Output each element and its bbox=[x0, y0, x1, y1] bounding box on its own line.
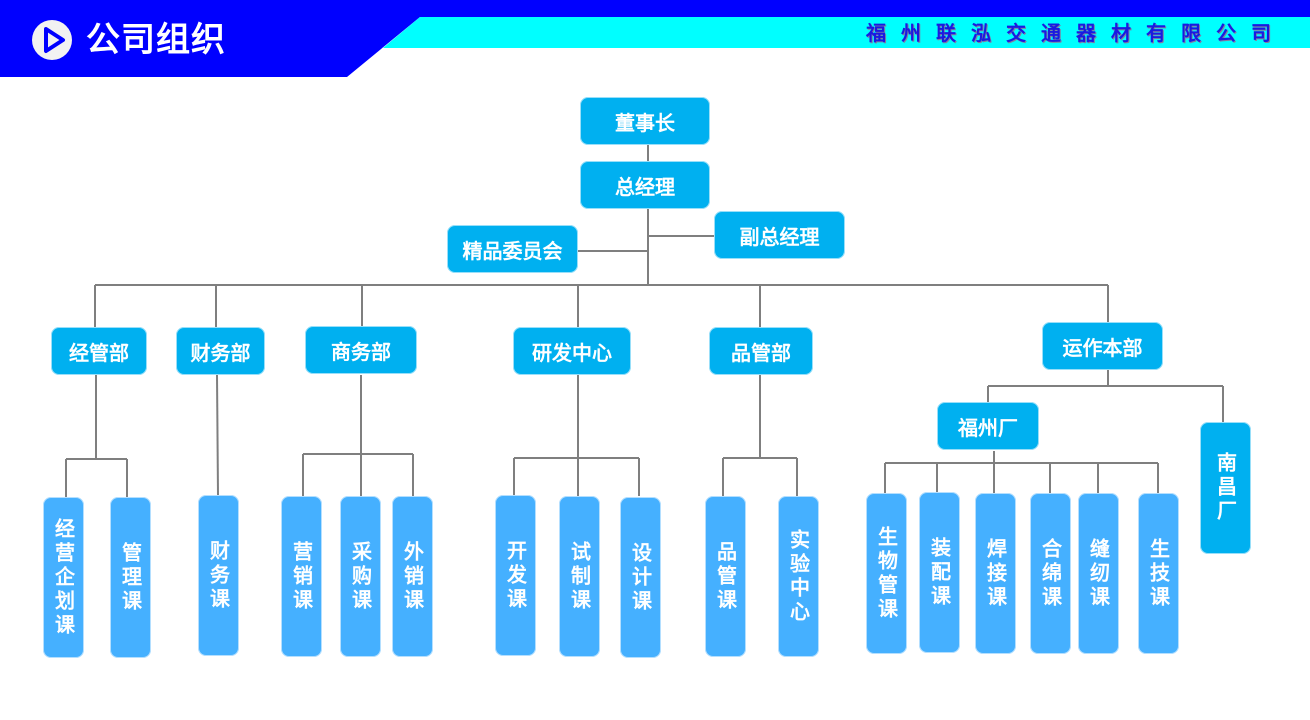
unit-export-sales[interactable]: 外销课 bbox=[392, 496, 433, 657]
node-dept-operations[interactable]: 运作本部 bbox=[1042, 322, 1163, 370]
unit-development[interactable]: 开发课 bbox=[495, 495, 536, 656]
node-plant-fuzhou[interactable]: 福州厂 bbox=[937, 402, 1039, 450]
unit-marketing[interactable]: 营销课 bbox=[281, 496, 322, 657]
node-quality-committee[interactable]: 精品委员会 bbox=[447, 225, 578, 273]
header-banner: 公司组织 福州联泓交通器材有限公司 bbox=[0, 0, 1310, 80]
unit-quality-control[interactable]: 品管课 bbox=[705, 496, 746, 657]
node-general-manager[interactable]: 总经理 bbox=[580, 161, 710, 209]
unit-assembly[interactable]: 装配课 bbox=[919, 492, 960, 653]
unit-laboratory[interactable]: 实验中心 bbox=[778, 496, 819, 657]
unit-finance[interactable]: 财务课 bbox=[198, 495, 239, 656]
unit-sewing[interactable]: 缝纫课 bbox=[1078, 493, 1119, 654]
unit-business-planning[interactable]: 经营企划课 bbox=[43, 497, 84, 658]
node-deputy-gm[interactable]: 副总经理 bbox=[714, 211, 845, 259]
page-title: 公司组织 bbox=[86, 20, 226, 60]
unit-purchasing[interactable]: 采购课 bbox=[340, 496, 381, 657]
node-dept-rnd[interactable]: 研发中心 bbox=[513, 327, 631, 375]
unit-administration[interactable]: 管理课 bbox=[110, 497, 151, 658]
unit-trial-production[interactable]: 试制课 bbox=[559, 496, 600, 657]
node-dept-quality[interactable]: 品管部 bbox=[709, 327, 813, 375]
node-dept-management[interactable]: 经管部 bbox=[51, 327, 147, 375]
unit-production-management[interactable]: 生物管课 bbox=[866, 493, 907, 654]
unit-welding[interactable]: 焊接课 bbox=[975, 493, 1016, 654]
unit-production-engineering[interactable]: 生技课 bbox=[1138, 493, 1179, 654]
node-chairman[interactable]: 董事长 bbox=[580, 97, 710, 145]
header-background bbox=[0, 0, 1310, 77]
company-name: 福州联泓交通器材有限公司 bbox=[866, 21, 1286, 45]
node-dept-finance[interactable]: 财务部 bbox=[176, 327, 265, 375]
unit-design[interactable]: 设计课 bbox=[620, 497, 661, 658]
unit-lamination[interactable]: 合绵课 bbox=[1030, 493, 1071, 654]
play-circle-icon bbox=[32, 20, 72, 60]
node-plant-nanchang[interactable]: 南昌厂 bbox=[1200, 422, 1251, 554]
node-dept-commerce[interactable]: 商务部 bbox=[305, 326, 417, 374]
